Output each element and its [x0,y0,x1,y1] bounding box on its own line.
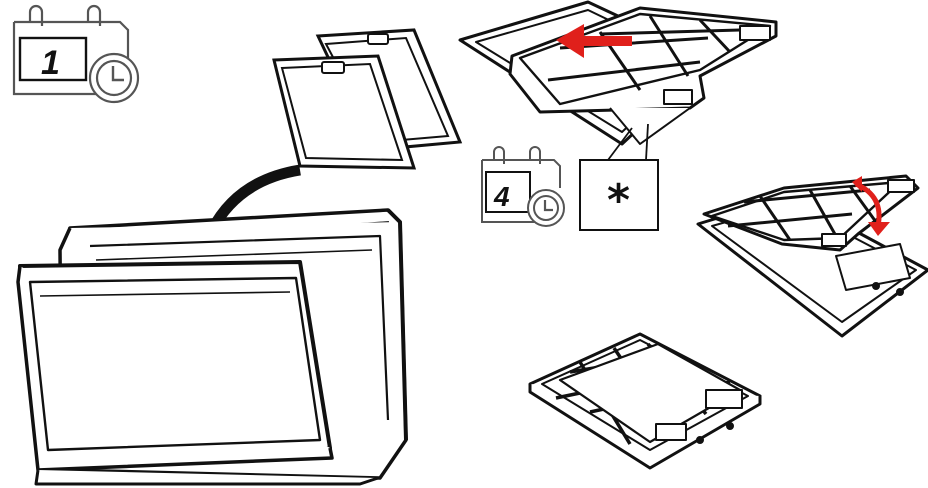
filter-frame-lifting [698,176,928,336]
calendar-icon-1 [14,6,138,102]
calendar-number-1: 1 [41,44,60,82]
filter-frame-installed [530,334,760,468]
filter-frame-sliding [460,2,776,144]
cooker-hood [18,210,406,484]
calendar-number-4: 4 [493,181,510,212]
grease-filter-panels [274,30,460,168]
asterisk-symbol: * [607,175,630,226]
